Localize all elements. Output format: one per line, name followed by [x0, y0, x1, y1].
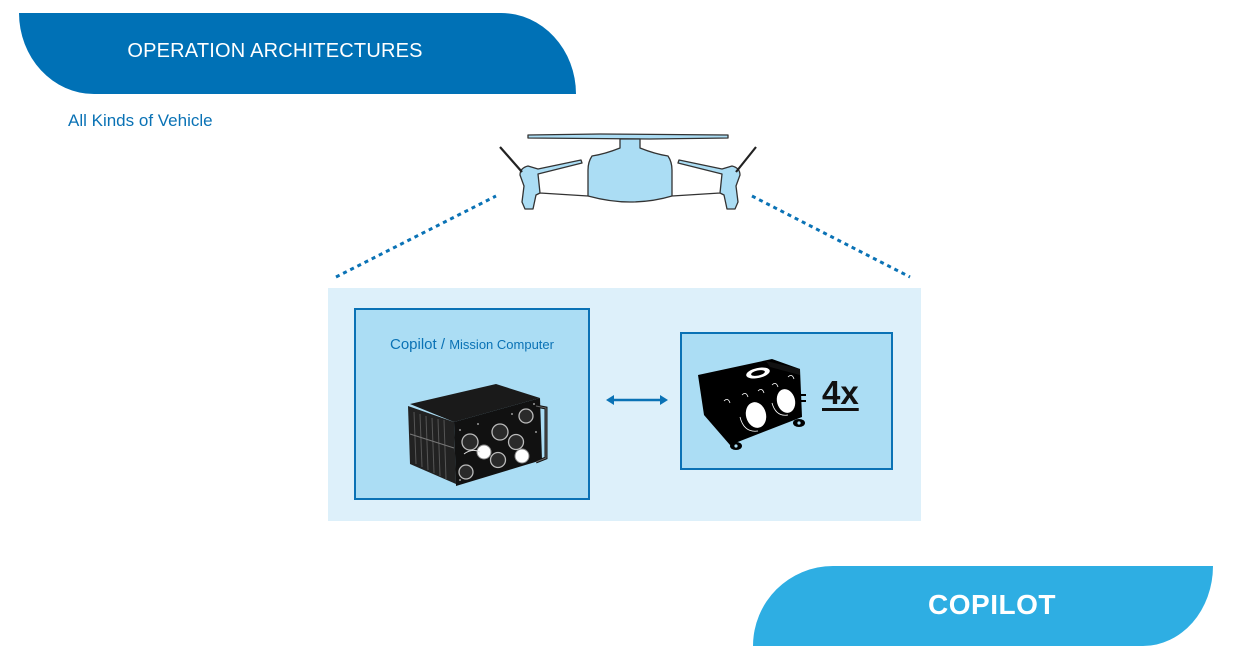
tiltrotor-aircraft-icon [499, 133, 757, 210]
title-separator: / [436, 336, 450, 353]
mission-computer-title: Copilot / Mission Computer [356, 336, 588, 354]
right-prop-blade [735, 146, 757, 173]
mission-computer-label: Mission Computer [449, 337, 554, 352]
bidirectional-arrow-icon [606, 395, 668, 405]
footer-badge: COPILOT [753, 566, 1213, 646]
header-banner: OPERATION ARCHITECTURES [19, 13, 576, 94]
footer-badge-label: COPILOT [928, 589, 1056, 620]
stereo-camera-icon [698, 359, 806, 450]
sensor-count-label: 4x [822, 374, 859, 411]
copilot-label: Copilot [390, 336, 437, 353]
left-prop-blade [499, 146, 523, 173]
left-projection-line [335, 194, 497, 279]
subtitle: All Kinds of Vehicle [68, 111, 213, 130]
header-title: OPERATION ARCHITECTURES [127, 40, 423, 62]
rugged-computer-icon [408, 384, 548, 486]
